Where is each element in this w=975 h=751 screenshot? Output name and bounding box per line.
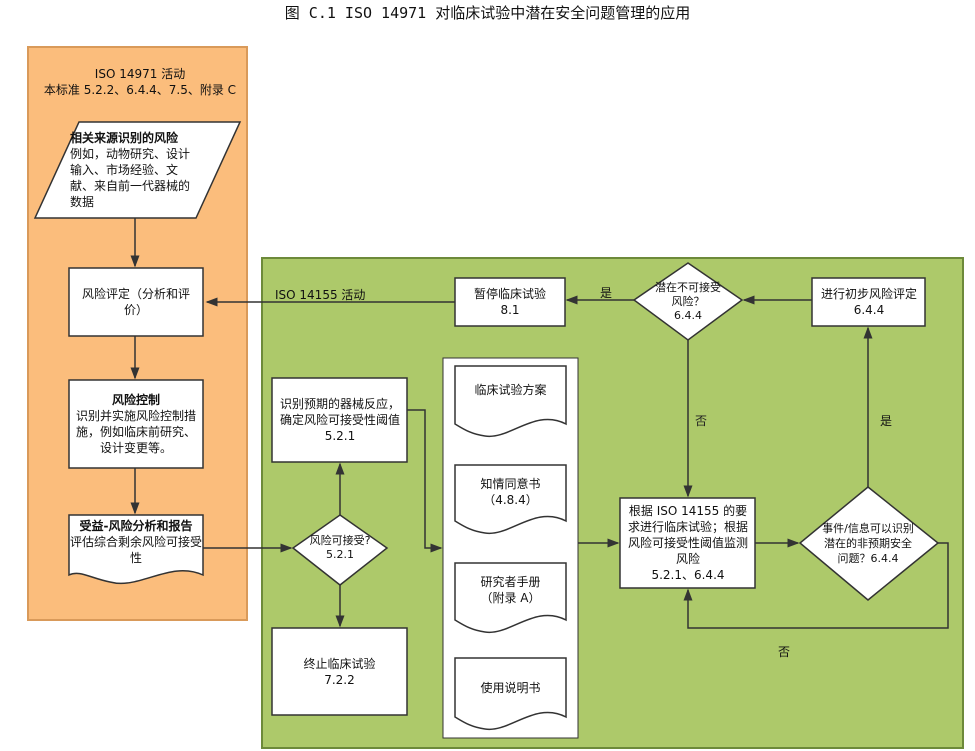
figure-title: 图 C.1 ISO 14971 对临床试验中潜在安全问题管理的应用 (284, 4, 691, 22)
benefit-document (68, 514, 204, 585)
identify-text: 识别预期的器械反应，确定风险可接受性阈值 5.2.1 (276, 378, 404, 462)
doc-protocol: 临床试验方案 (455, 372, 566, 408)
sources-body: 例如，动物研究、设计输入、市场经验、文献、来自前一代器械的数据 (70, 147, 191, 209)
terminate-ref: 7.2.2 (324, 672, 355, 687)
acceptable-diamond (291, 514, 389, 586)
terminate-title: 终止临床试验 (303, 656, 376, 671)
header-line1: ISO 14971 活动 (94, 67, 186, 81)
risk-control-body: 识别并实施风险控制措施，例如临床前研究、设计变更等。 (75, 409, 196, 455)
doc-title: 知情同意书 (480, 477, 541, 491)
unacceptable-question: 潜在不可接受风险？ (655, 281, 721, 308)
benefit-title: 受益-风险分析和报告 (79, 519, 193, 533)
conduct-box (619, 497, 756, 589)
sources-text: 相关来源识别的风险 例如，动物研究、设计输入、市场经验、文献、来自前一代器械的数… (70, 130, 200, 210)
suspend-box (454, 277, 566, 327)
doc-consent: 知情同意书 （4.8.4） (455, 472, 566, 512)
risk-assessment-box (68, 267, 204, 337)
doc-title: 临床试验方案 (474, 383, 547, 397)
risk-control-text: 风险控制 识别并实施风险控制措施，例如临床前研究、设计变更等。 (74, 380, 198, 468)
event-diamond (798, 486, 940, 601)
sources-title: 相关来源识别的风险 (70, 131, 179, 145)
conduct-ref: 5.2.1、6.4.4 (651, 568, 725, 582)
doc-ifu: 使用说明书 (455, 670, 566, 706)
acceptable-question: 风险可接受? (309, 534, 371, 547)
doc-ref: （4.8.4） (483, 493, 538, 507)
doc-investigator-brochure: 研究者手册 （附录 A） (455, 570, 566, 610)
sources-parallelogram (33, 121, 242, 219)
risk-control-title: 风险控制 (111, 393, 160, 407)
identify-body: 识别预期的器械反应，确定风险可接受性阈值 (279, 397, 400, 427)
unacceptable-ref: 6.4.4 (674, 309, 702, 322)
suspend-ref: 8.1 (500, 303, 520, 317)
preliminary-text: 进行初步风险评定 6.4.4 (820, 287, 917, 317)
iso14155-label: ISO 14155 活动 (275, 288, 366, 302)
unacceptable-text: 潜在不可接受风险？ 6.4.4 (650, 272, 726, 332)
yes-label-1: 是 (600, 286, 613, 300)
iso14971-header: ISO 14971 活动 本标准 5.2.2、6.4.4、7.5、附录 C (40, 66, 240, 98)
no-label-1: 否 (695, 414, 708, 428)
yes-label-2: 是 (880, 414, 893, 428)
identify-ref: 5.2.1 (324, 429, 356, 443)
doc-title: 研究者手册 (480, 575, 541, 589)
terminate-box (271, 627, 408, 716)
acceptable-ref: 5.2.1 (326, 548, 354, 561)
terminate-text: 终止临床试验 7.2.2 (272, 628, 407, 715)
acceptable-text: 风险可接受? 5.2.1 (300, 530, 380, 566)
conduct-body: 根据 ISO 14155 的要求进行临床试验；根据风险可接受性阈值监测风险 (627, 504, 748, 566)
doc-ref: （附录 A） (480, 591, 541, 605)
preliminary-box (811, 277, 926, 327)
no-label-2: 否 (778, 645, 791, 659)
header-line2: 本标准 5.2.2、6.4.4、7.5、附录 C (43, 83, 237, 97)
suspend-title: 暂停临床试验 (473, 287, 546, 301)
conduct-text: 根据 ISO 14155 的要求进行临床试验；根据风险可接受性阈值监测风险 5.… (624, 498, 752, 588)
benefit-body: 评估综合剩余风险可接受性 (70, 535, 203, 565)
risk-assessment-text: 风险评定（分析和评价） (81, 287, 190, 317)
doc-title: 使用说明书 (480, 681, 541, 695)
suspend-text: 暂停临床试验 8.1 (455, 278, 565, 326)
identify-box (271, 377, 408, 463)
benefit-text: 受益-风险分析和报告 评估综合剩余风险可接受性 (70, 518, 202, 566)
event-text: 事件/信息可以识别潜在的非预期安全问题？6.4.4 (822, 521, 914, 565)
risk-control-box (68, 379, 204, 469)
unacceptable-diamond (632, 262, 744, 341)
